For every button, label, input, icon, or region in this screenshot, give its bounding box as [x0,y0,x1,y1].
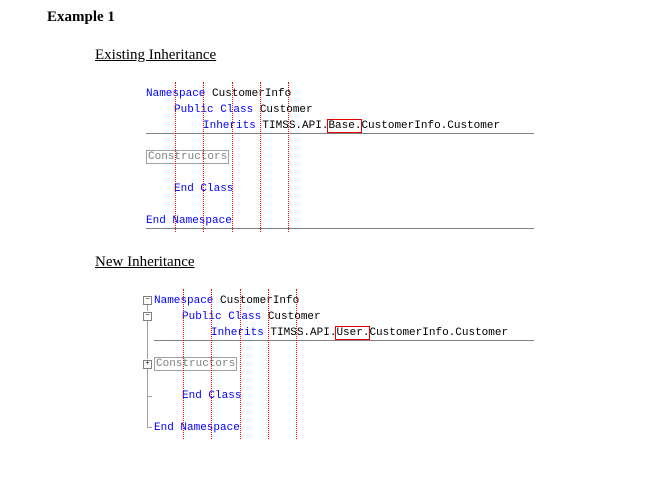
divider [146,133,534,134]
code-line: Public Class Customer [174,102,313,118]
minus-box-icon[interactable]: − [143,296,152,305]
example-title: Example 1 [47,9,115,25]
code-line: Inherits TIMSS.API.Base.CustomerInfo.Cus… [203,118,500,134]
divider [146,228,534,229]
code-text: CustomerInfo [213,295,300,307]
outline-tick [147,396,152,397]
outline-bar [147,369,148,427]
code-text: CustomerInfo.Customer [361,120,501,132]
new-code-block: Namespace CustomerInfo Public Class Cust… [154,289,536,443]
code-line: End Class [182,388,241,404]
indent-guide [183,289,184,439]
highlighted-namespace: Base. [327,119,363,133]
indent-guide [240,289,241,439]
outline-bar [147,305,148,311]
existing-heading: Existing Inheritance [95,47,217,63]
code-text: CustomerInfo.Customer [369,327,509,339]
code-line: End Namespace [154,420,240,436]
code-line: Public Class Customer [182,309,321,325]
outline-bar [147,321,148,359]
keyword: End Class [182,390,242,402]
collapsed-region[interactable]: Constructors [154,357,238,371]
code-line: End Class [174,181,233,197]
keyword: Public Class [182,311,262,323]
code-line: Namespace CustomerInfo [154,293,299,309]
minus-box-icon[interactable]: − [143,312,152,321]
keyword: End Class [174,183,234,195]
indent-guide [211,289,212,439]
keyword: Inherits [203,120,256,132]
new-heading: New Inheritance [95,254,195,270]
indent-guide [288,82,289,232]
indent-guide [175,82,176,232]
code-text: Customer [261,311,321,323]
code-line: Constructors [146,149,230,165]
existing-code-block: Namespace CustomerInfo Public Class Cust… [146,82,536,236]
indent-guide [203,82,204,232]
divider [154,340,534,341]
plus-box-icon[interactable]: + [143,360,152,369]
highlighted-namespace: User. [335,326,371,340]
indent-guide [268,289,269,439]
code-text: TIMSS.API. [255,120,329,132]
keyword: Public Class [174,104,254,116]
code-line: Inherits TIMSS.API.User.CustomerInfo.Cus… [211,325,508,341]
code-text: Customer [253,104,313,116]
outline-tick [147,427,152,428]
code-text: CustomerInfo [205,88,292,100]
keyword: End Namespace [154,422,240,434]
keyword: End Namespace [146,215,232,227]
indent-guide [260,82,261,232]
indent-guide [296,289,297,439]
collapsed-region[interactable]: Constructors [146,150,230,164]
code-line: Constructors [154,356,238,372]
keyword: Inherits [211,327,264,339]
code-text: TIMSS.API. [263,327,337,339]
code-line: End Namespace [146,213,232,229]
code-line: Namespace CustomerInfo [146,86,291,102]
indent-guide [232,82,233,232]
